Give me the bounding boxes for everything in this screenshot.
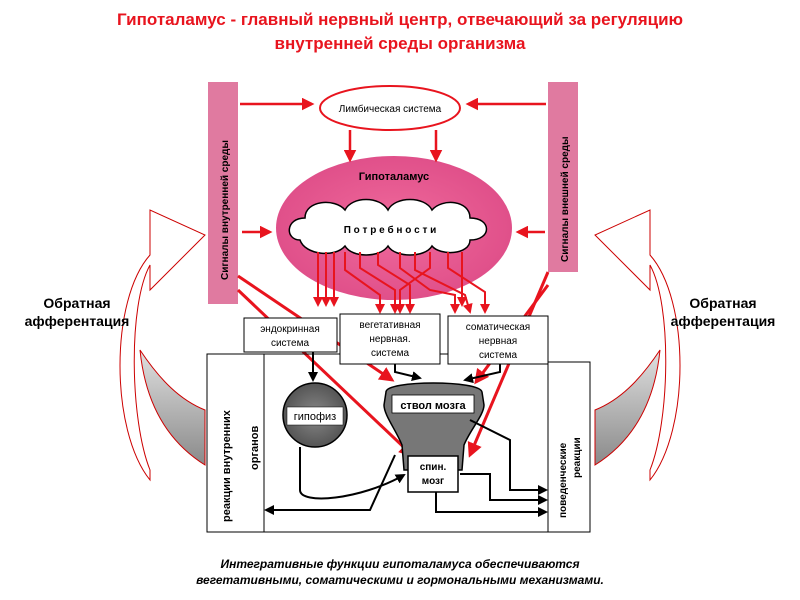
somatic-label-2: нервная xyxy=(479,336,517,347)
pituitary-label: гипофиз xyxy=(294,411,336,423)
vegetative-box xyxy=(339,313,441,365)
limbic-label: Лимбическая система xyxy=(339,103,442,115)
feedback-label-left: Обратная афферентация xyxy=(18,294,136,330)
somatic-box xyxy=(447,315,549,365)
endocrine-box xyxy=(243,317,338,353)
signals-internal-label: Сигналы внутренней среды xyxy=(220,140,231,280)
feedback-label-right: Обратная афферентация xyxy=(664,294,782,330)
title-line-1: Гипоталамус - главный нервный центр, отв… xyxy=(116,10,684,29)
vegetative-label-2: нервная. xyxy=(369,334,410,345)
behavior-reactions-label-1: поведенческие xyxy=(558,442,569,518)
behavior-reactions-box xyxy=(547,361,591,533)
caption-line-1: Интегративные функции гипоталамуса обесп… xyxy=(220,557,580,571)
somatic-label-3: система xyxy=(479,350,517,361)
brainstem-label: ствол мозга xyxy=(400,400,466,412)
title-line-2: внутренней среды организма xyxy=(274,34,526,53)
behavior-reactions-label-2: реакции xyxy=(572,437,583,478)
feedback-arrow-left xyxy=(119,209,206,482)
spinal-cord-box xyxy=(407,455,459,493)
needs-label: П о т р е б н о с т и xyxy=(344,224,437,236)
feedback-right-line-1: Обратная xyxy=(689,295,757,311)
red-arrows xyxy=(240,97,546,239)
hypothalamus-label: Гипоталамус xyxy=(359,171,429,183)
black-arrows xyxy=(264,352,548,517)
somatic-label-1: соматическая xyxy=(466,322,530,333)
signals-external-label: Сигналы внешней среды xyxy=(560,136,571,262)
feedback-arrow-right xyxy=(594,209,681,482)
spinal-label-1: спин. xyxy=(420,462,447,473)
spinal-label-2: мозг xyxy=(422,476,444,487)
vegetative-label-1: вегетативная xyxy=(359,320,420,331)
signals-internal-bar xyxy=(208,82,238,304)
needs-output-arrows xyxy=(313,252,490,314)
endocrine-label-2: система xyxy=(271,338,309,349)
endocrine-label-1: эндокринная xyxy=(260,324,320,335)
caption-line-2: вегетативными, соматическими и гормональ… xyxy=(196,573,604,587)
organ-reactions-label-1: реакции внутренних xyxy=(221,409,233,522)
pituitary-label-box xyxy=(286,406,344,426)
signals-external-bar xyxy=(548,82,578,272)
feedback-left-line-2: афферентация xyxy=(24,313,130,329)
vegetative-label-3: система xyxy=(371,348,409,359)
feedback-right-line-2: афферентация xyxy=(670,313,776,329)
brainstem-label-box xyxy=(391,394,475,414)
organ-reactions-box xyxy=(206,353,265,533)
feedback-left-line-1: Обратная xyxy=(43,295,111,311)
limbic-system xyxy=(319,85,461,131)
caption: Интегративные функции гипоталамуса обесп… xyxy=(150,556,650,588)
page-title: Гипоталамус - главный нервный центр, отв… xyxy=(20,8,780,56)
organ-reactions-label-2: органов xyxy=(249,425,261,470)
